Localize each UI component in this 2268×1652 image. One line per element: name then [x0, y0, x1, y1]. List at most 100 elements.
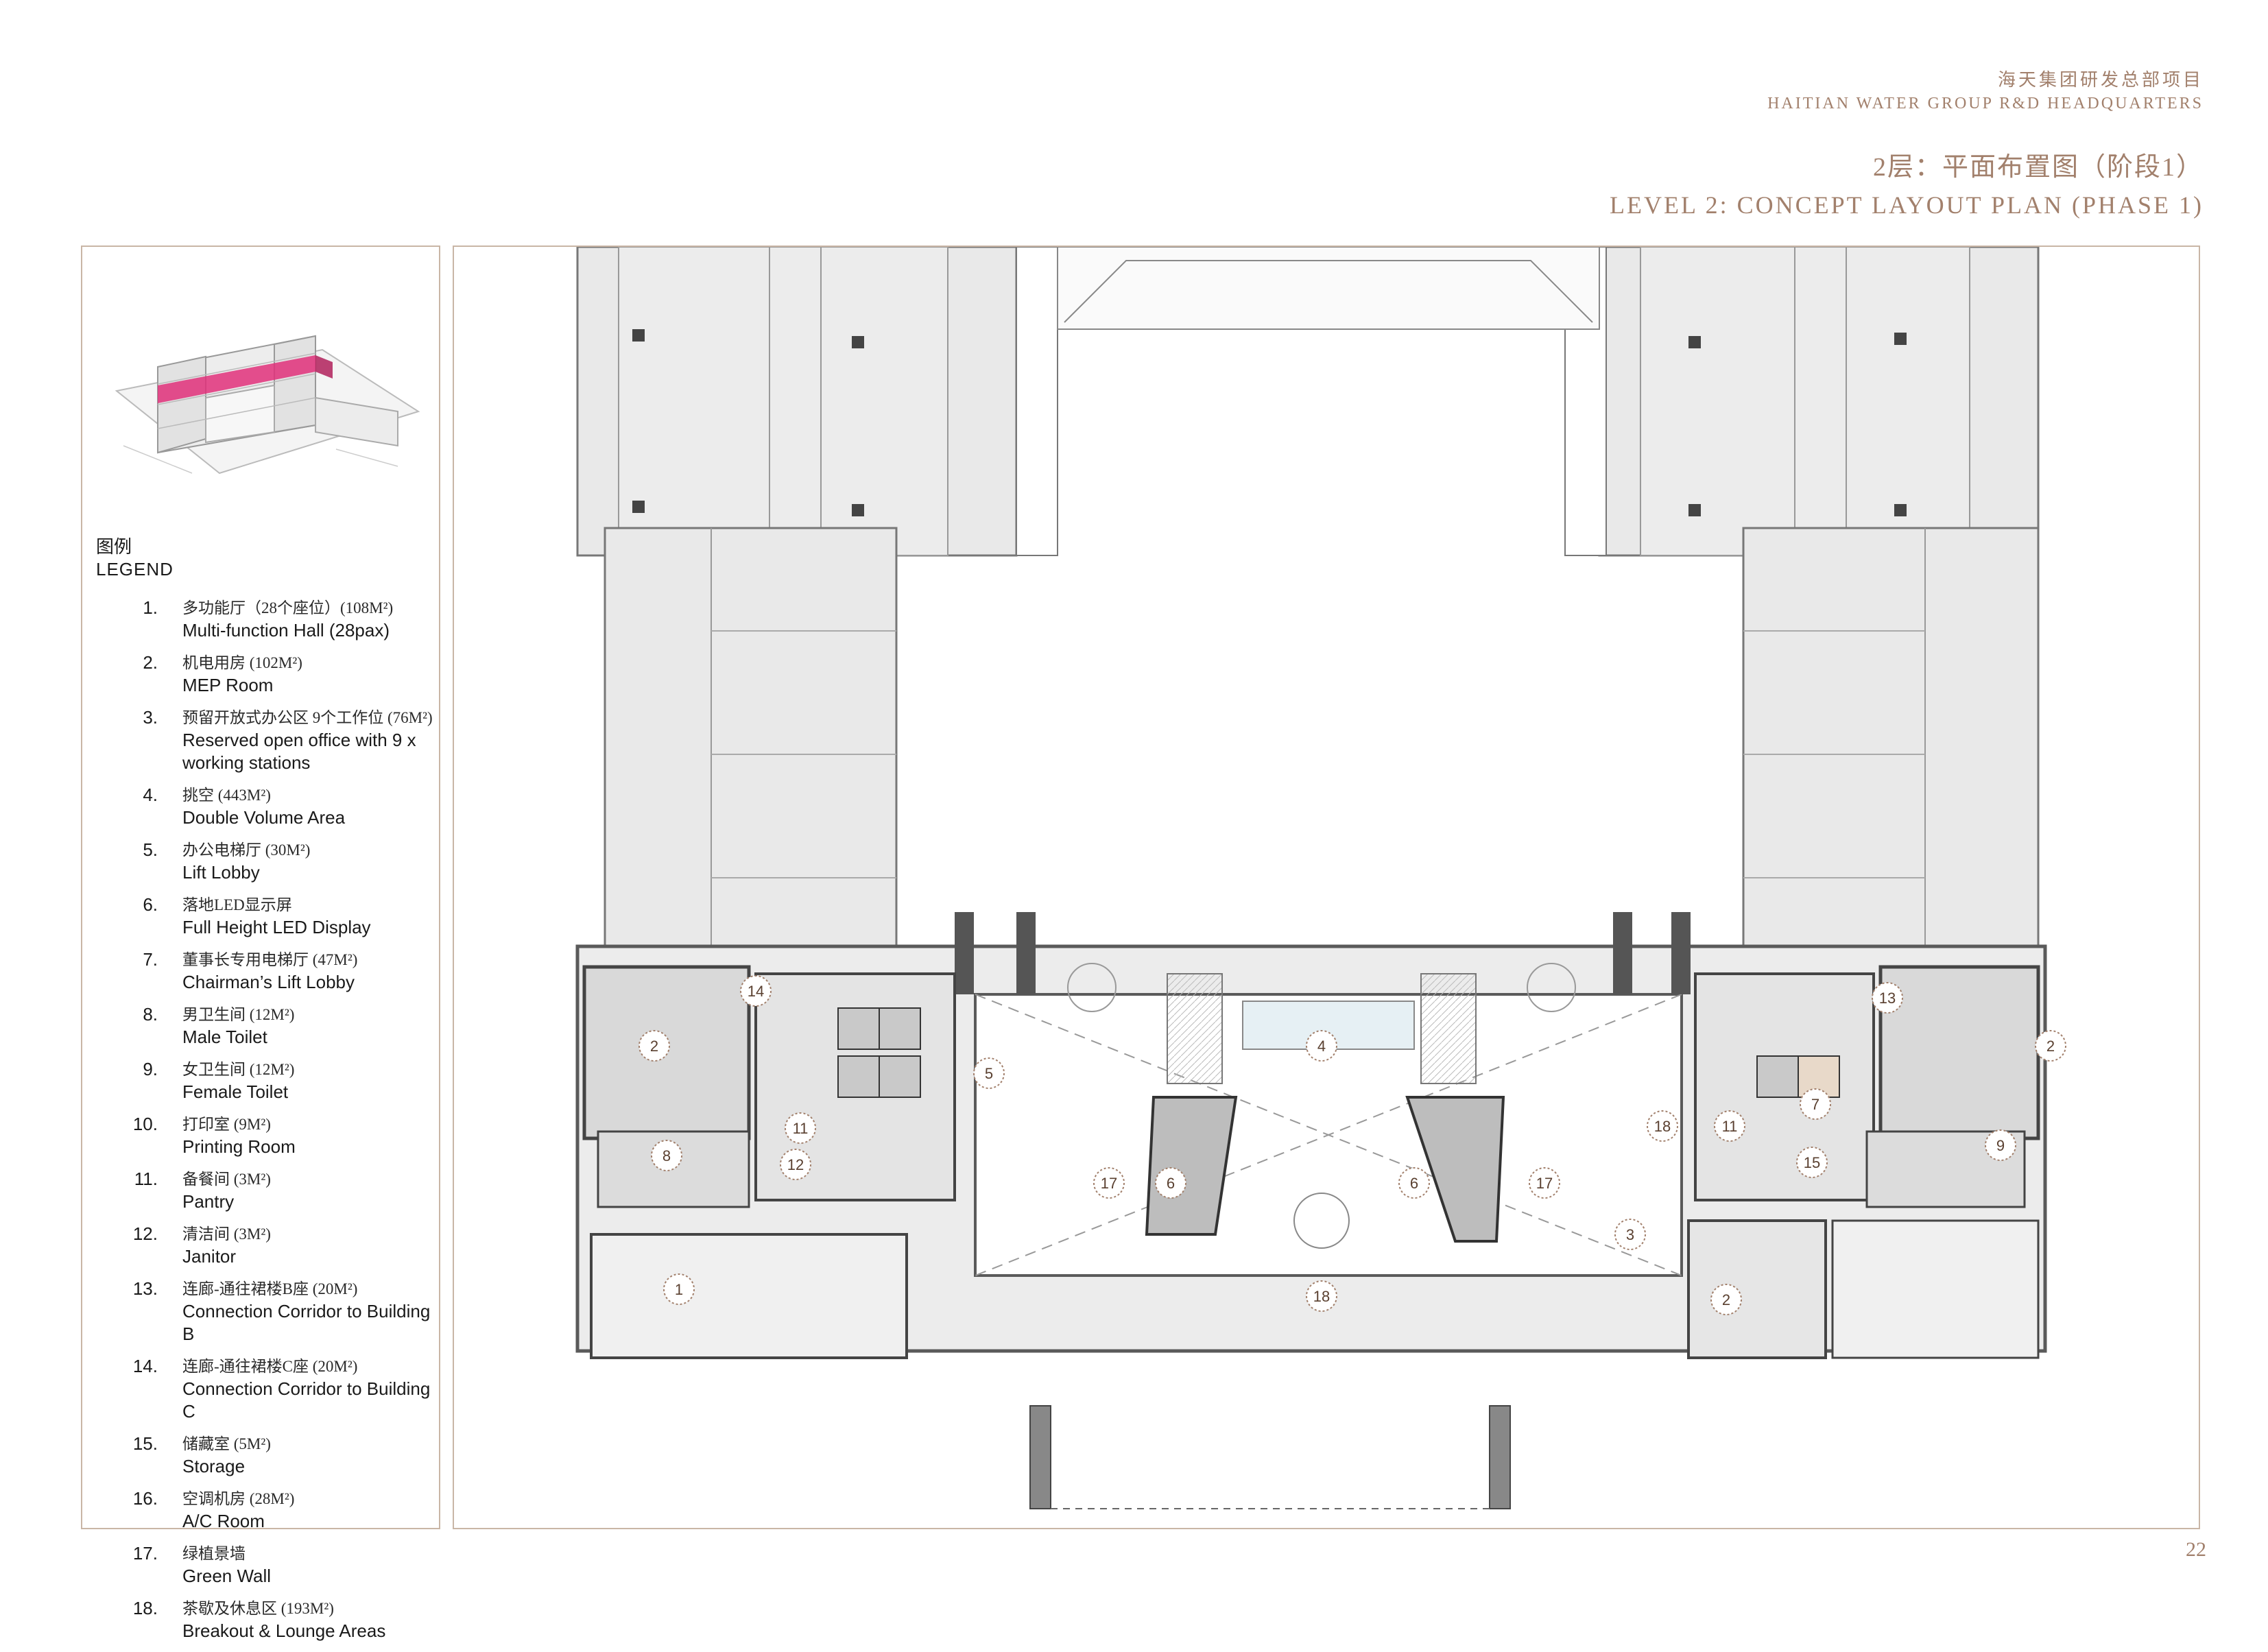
- legend-item-label-en: Multi-function Hall (28pax): [182, 620, 390, 641]
- legend-item-label-en: Pantry: [182, 1191, 235, 1212]
- legend-item-number: 8.: [143, 1004, 158, 1025]
- room-tag-circle: [638, 1030, 670, 1062]
- room-tag: 14: [740, 975, 772, 1007]
- legend-item-number: 12.: [132, 1223, 158, 1244]
- legend-item: 12. 清洁间 (3M²) Janitor: [117, 1223, 439, 1268]
- room-tag-number: 13: [1879, 990, 1896, 1007]
- legend-item-number: 7.: [143, 949, 158, 970]
- room-tag-number: 11: [793, 1120, 809, 1137]
- legend-item-number: 6.: [143, 894, 158, 915]
- room-tag-circle: [1647, 1110, 1678, 1142]
- legend-item: 4.挑空 (443M²)Double Volume Area: [117, 784, 439, 829]
- room-tag: 11: [785, 1112, 816, 1144]
- room-tag-circle: [663, 1273, 695, 1305]
- legend-item-number: 2.: [143, 652, 158, 673]
- right-service-block: [1687, 965, 2040, 1359]
- legend-item-number: 18.: [132, 1598, 158, 1618]
- room-tag: 4: [1306, 1030, 1337, 1062]
- room-tag: 2: [1710, 1284, 1742, 1315]
- legend-item: 11. 备餐间 (3M²) Pantry: [117, 1168, 439, 1213]
- room-tag-circle: [1093, 1167, 1125, 1199]
- room-tag: 11: [1714, 1110, 1745, 1142]
- room-tag: 3: [1614, 1219, 1646, 1250]
- legend-item-label-cn: 备餐间 (3M²): [182, 1171, 271, 1188]
- room-tag-number: 2: [2046, 1038, 2055, 1055]
- legend-item-label-cn: 连廊-通往裙楼B座 (20M²): [182, 1280, 358, 1297]
- legend-item-label-en: Janitor: [182, 1246, 237, 1267]
- legend-item-number: 3.: [143, 707, 158, 728]
- room-tag-circle: [973, 1057, 1005, 1089]
- legend-item-label-en: Connection Corridor to Building C: [182, 1378, 431, 1422]
- legend-title-cn: 图例: [96, 537, 132, 557]
- room-tag: 6: [1155, 1167, 1186, 1199]
- legend-item: 9.女卫生间 (12M²)Female Toilet: [117, 1058, 439, 1103]
- room-tag-circle: [1796, 1147, 1828, 1178]
- room-tag-circle: [1800, 1088, 1831, 1120]
- legend-item: 5.办公电梯厅 (30M²)Lift Lobby: [117, 839, 439, 884]
- legend-item-number: 11.: [134, 1169, 158, 1189]
- room-tag: 17: [1093, 1167, 1125, 1199]
- room-tag-number: 17: [1536, 1175, 1553, 1192]
- room-tag-number: 12: [787, 1156, 804, 1173]
- legend-item-label-cn: 绿植景墙: [182, 1545, 246, 1562]
- room-tag-number: 7: [1811, 1096, 1819, 1113]
- room-tag-number: 15: [1804, 1154, 1820, 1171]
- legend-item: 7. 董事长专用电梯厅 (47M²) Chairman’s Lift Lobby: [117, 948, 439, 994]
- room-tag-number: 6: [1410, 1175, 1418, 1192]
- legend-item-label-cn: 多功能厅（28个座位）(108M²): [182, 599, 394, 616]
- room-tag-number: 6: [1167, 1175, 1175, 1192]
- legend-item-label-cn: 董事长专用电梯厅 (47M²): [182, 951, 358, 968]
- legend-item-label-cn: 办公电梯厅 (30M²): [182, 841, 311, 859]
- room-tag-number: 9: [1996, 1137, 2005, 1154]
- room-tag-circle: [740, 975, 772, 1007]
- legend-item-label-en: MEP Room: [182, 675, 274, 695]
- page-header: 海天集团研发总部项目 HAITIAN WATER GROUP R&D HEADQ…: [1610, 69, 2204, 222]
- legend-item: 3.预留开放式办公区 9个工作位 (76M²)Reserved open off…: [117, 706, 439, 774]
- room-tag-number: 8: [663, 1147, 671, 1164]
- room-tag-circle: [780, 1149, 811, 1180]
- legend-panel: 图例 LEGEND 1.多功能厅（28个座位）(108M²)Multi-func…: [81, 246, 440, 1641]
- legend-item-number: 16.: [132, 1488, 158, 1509]
- legend-title-en: LEGEND: [96, 559, 174, 579]
- room-tag-circle: [1710, 1284, 1742, 1315]
- room-tag: 18: [1306, 1280, 1337, 1312]
- roof-skylight: [1057, 247, 1600, 330]
- room-tag-circle: [1398, 1167, 1430, 1199]
- drawing-title-cn: 2层：平面布置图（阶段1）: [1872, 153, 2204, 182]
- legend-item: 13.连廊-通往裙楼B座 (20M²)Connection Corridor t…: [117, 1278, 439, 1345]
- room-tag-number: 3: [1626, 1226, 1634, 1243]
- legend-item: 17. 绿植景墙 Green Wall: [117, 1542, 439, 1588]
- room-tag-number: 17: [1101, 1175, 1117, 1192]
- legend-item-number: 9.: [143, 1059, 158, 1079]
- legend-item-number: 17.: [132, 1543, 158, 1564]
- room-tag-number: 11: [1722, 1118, 1738, 1135]
- room-tag-number: 5: [985, 1065, 993, 1082]
- legend-item: 10.打印室 (9M²)Printing Room: [117, 1113, 439, 1158]
- room-tag: 6: [1398, 1167, 1430, 1199]
- right-wing-north: [1564, 247, 2040, 557]
- room-tag-circle: [1306, 1280, 1337, 1312]
- legend-item-label-en: Female Toilet: [182, 1081, 289, 1102]
- legend-item-label-cn: 机电用房 (102M²): [182, 654, 302, 671]
- legend-heading: 图例 LEGEND: [96, 537, 174, 581]
- room-tag-circle: [785, 1112, 816, 1144]
- legend-item-label-en: Chairman’s Lift Lobby: [182, 972, 355, 992]
- right-wing-south: [1742, 527, 2040, 948]
- legend-item-label-en: Reserved open office with 9 x working st…: [182, 730, 416, 773]
- legend-item-number: 10.: [132, 1114, 158, 1134]
- legend-item-label-en: Storage: [182, 1456, 246, 1476]
- legend-item: 15.储藏室 (5M²)Storage: [117, 1433, 439, 1478]
- room-tag: 15: [1796, 1147, 1828, 1178]
- legend-item-label-cn: 连廊-通往裙楼C座 (20M²): [182, 1358, 358, 1375]
- legend-item-label-cn: 男卫生间 (12M²): [182, 1006, 295, 1023]
- project-name-cn: 海天集团研发总部项目: [1997, 70, 2204, 90]
- project-name-en: HAITIAN WATER GROUP R&D HEADQUARTERS: [1767, 95, 2204, 112]
- room-tag-circle: [2035, 1030, 2066, 1062]
- room-tag: 9: [1985, 1129, 2016, 1161]
- legend-item-label-cn: 茶歇及休息区 (193M²): [182, 1600, 334, 1617]
- left-wing-south: [604, 527, 898, 948]
- legend-item-label-cn: 清洁间 (3M²): [182, 1225, 271, 1243]
- legend-item-label-en: Green Wall: [182, 1566, 272, 1586]
